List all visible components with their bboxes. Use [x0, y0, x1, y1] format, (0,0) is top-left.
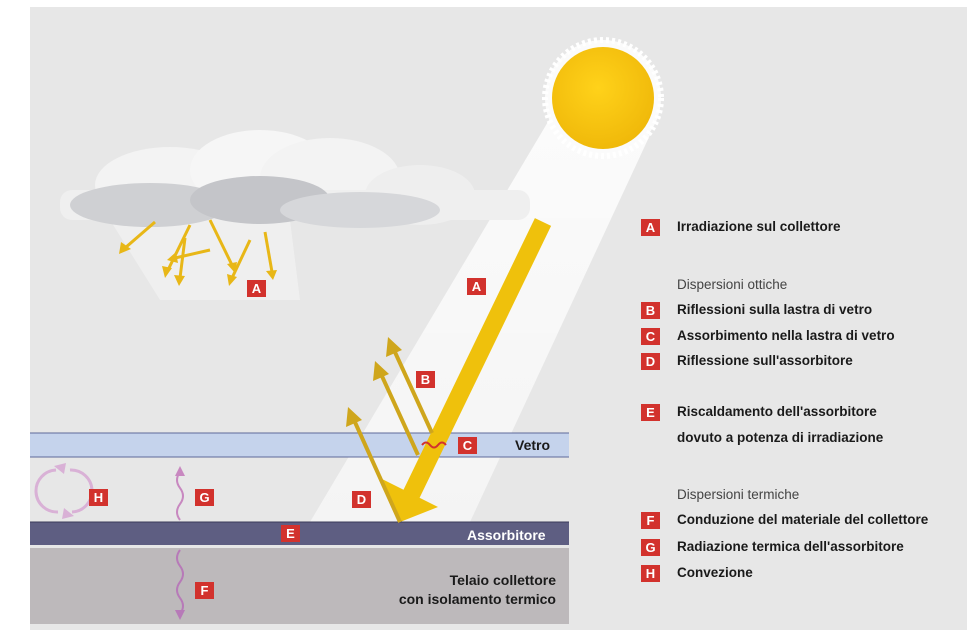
sun-icon	[542, 37, 664, 159]
legend-badge-e: E	[641, 404, 660, 421]
badge-g: G	[195, 489, 214, 506]
legend-badge-c: C	[641, 328, 660, 345]
frame-label-line2: con isolamento termico	[398, 591, 556, 607]
legend-item-a: Irradiazione sul collettore	[677, 219, 841, 234]
badge-e: E	[281, 525, 300, 542]
legend-item-h: Convezione	[677, 565, 753, 580]
frame-layer	[30, 548, 569, 624]
legend-badge-b: B	[641, 302, 660, 319]
legend-item-g: Radiazione termica dell'assorbitore	[677, 539, 904, 554]
badge-h: H	[89, 489, 108, 506]
convection-cycle-icon	[34, 463, 94, 519]
legend-item-b: Riflessioni sulla lastra di vetro	[677, 302, 873, 317]
legend-badge-d: D	[641, 353, 660, 370]
legend-badge-a: A	[641, 219, 660, 236]
incoming-radiation-arrow	[380, 218, 552, 522]
wavy-arrow-icon	[175, 466, 185, 521]
legend-badge-h: H	[641, 565, 660, 582]
legend-badge-g: G	[641, 539, 660, 556]
legend-heading-thermal: Dispersioni termiche	[677, 487, 800, 502]
sunlight-beam	[310, 110, 650, 522]
badge-f: F	[195, 582, 214, 599]
legend-item-c: Assorbimento nella lastra di vetro	[677, 328, 895, 343]
legend-item-e-line1: Riscaldamento dell'assorbitore	[677, 404, 877, 419]
badge-c: C	[458, 437, 477, 454]
conduction-arrow-icon	[175, 549, 185, 620]
glass-layer	[30, 433, 569, 457]
glass-label: Vetro	[515, 437, 551, 453]
legend-item-e-line2: dovuto a potenza di irradiazione	[677, 430, 884, 445]
absorber-label: Assorbitore	[467, 527, 546, 543]
badge-b: B	[416, 371, 435, 388]
badge-d: D	[352, 491, 371, 508]
legend-heading-optical: Dispersioni ottiche	[677, 277, 788, 292]
legend-item-d: Riflessione sull'assorbitore	[677, 353, 853, 368]
badge-a-beam: A	[467, 278, 486, 295]
cloud-light-spill	[110, 220, 300, 300]
badge-a-clouds: A	[247, 280, 266, 297]
frame-label-line1: Telaio collettore	[449, 572, 556, 588]
reflection-arrows	[346, 337, 434, 523]
scattered-rays	[119, 219, 277, 286]
cloud-icon	[60, 130, 530, 228]
legend-item-f: Conduzione del materiale del collettore	[677, 512, 929, 527]
legend-badge-f: F	[641, 512, 660, 529]
absorption-squiggle	[421, 441, 447, 449]
